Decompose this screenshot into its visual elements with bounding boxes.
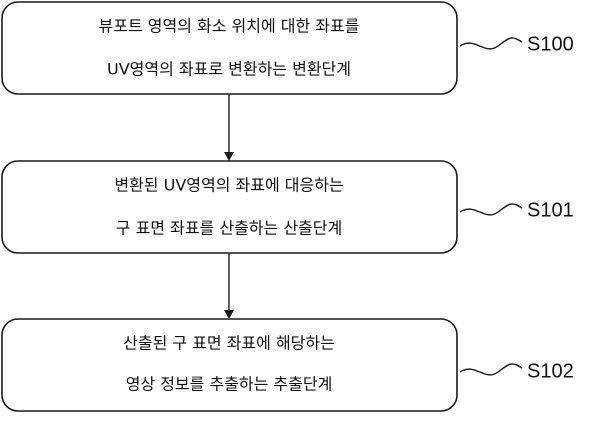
step-s101-line1: 변환된 UV영역의 좌표에 대응하는	[114, 176, 343, 195]
arrow-s101-to-s102	[224, 253, 234, 319]
leader-line-s102	[459, 363, 523, 376]
leader-line-s100	[459, 37, 523, 50]
step-s100-line2: UV영역의 좌표로 변환하는 변환단계	[107, 60, 351, 79]
step-s102-line2: 영상 정보를 추출하는 추출단계	[126, 375, 333, 394]
step-s100-line1: 뷰포트 영역의 화소 위치에 대한 좌표를	[99, 17, 360, 36]
step-s102-line1: 산출된 구 표면 좌표에 해당하는	[123, 334, 335, 353]
leader-line-s101	[459, 203, 523, 216]
step-s101-line2: 구 표면 좌표를 산출하는 산출단계	[116, 219, 342, 238]
step-s101: 변환된 UV영역의 좌표에 대응하는 구 표면 좌표를 산출하는 산출단계 S1…	[1, 160, 574, 254]
step-box-s102	[1, 318, 458, 412]
step-label-s102: S102	[527, 360, 574, 382]
step-label-s101: S101	[527, 199, 574, 221]
arrow-s100-to-s101	[224, 94, 234, 161]
step-label-s100: S100	[527, 33, 574, 55]
step-s100: 뷰포트 영역의 화소 위치에 대한 좌표를 UV영역의 좌표로 변환하는 변환단…	[1, 1, 574, 95]
step-s102: 산출된 구 표면 좌표에 해당하는 영상 정보를 추출하는 추출단계 S102	[1, 318, 574, 412]
